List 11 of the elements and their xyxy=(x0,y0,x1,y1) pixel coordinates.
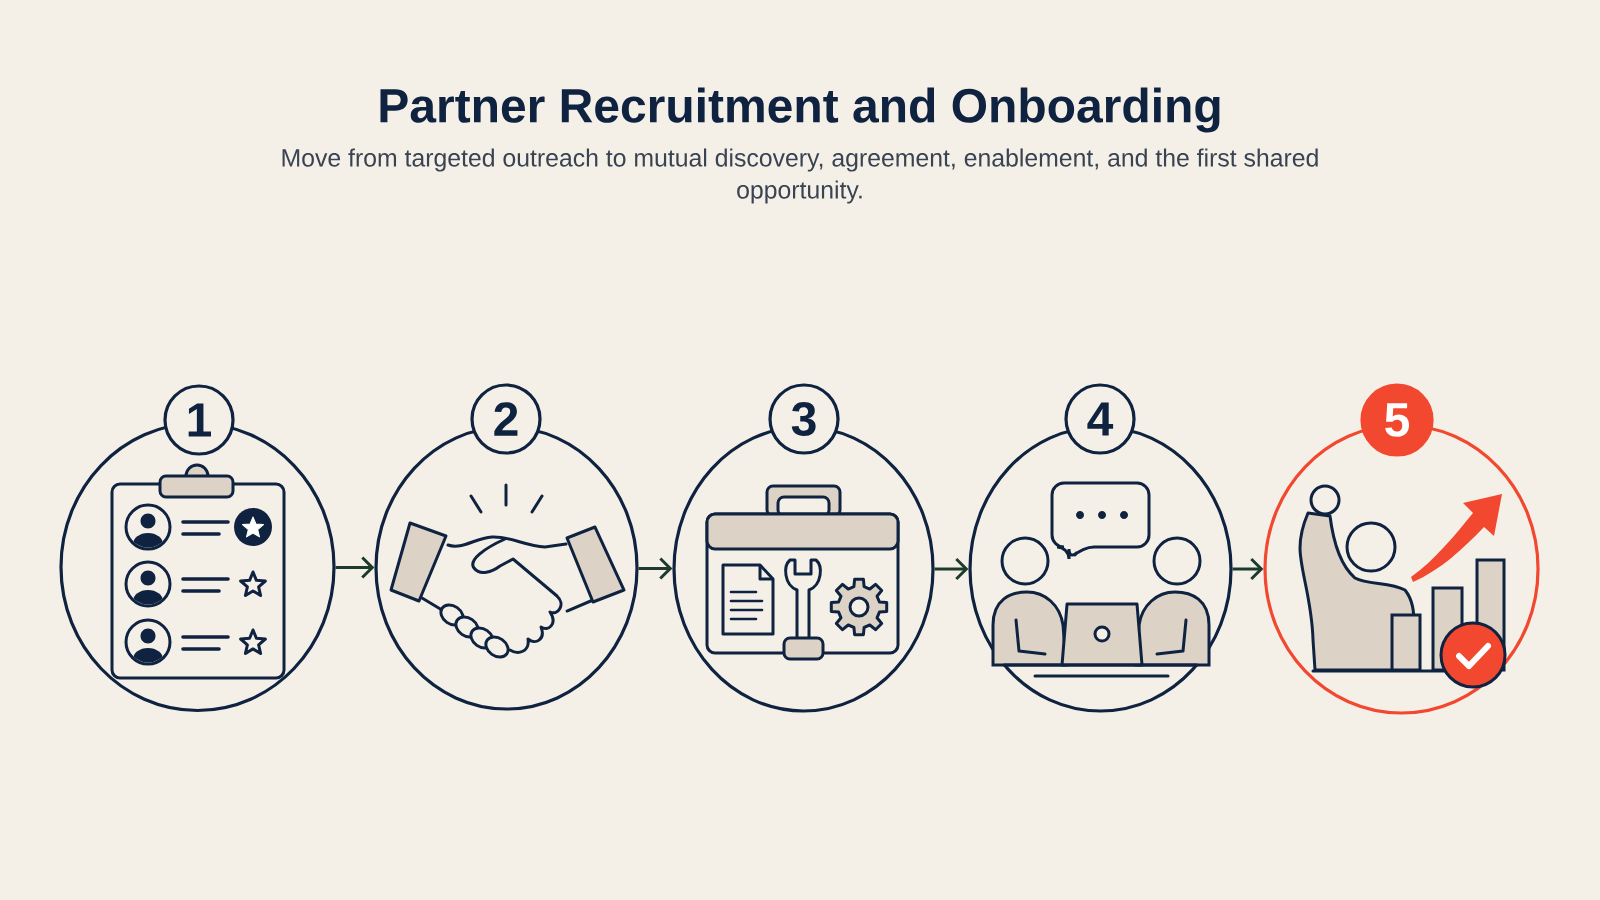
number-badge: 5 xyxy=(1360,383,1434,457)
title: Partner Recruitment and Onboarding xyxy=(380,87,1220,133)
number-badge: 3 xyxy=(768,383,840,455)
number-badge: 2 xyxy=(470,383,542,455)
arrow xyxy=(335,556,375,579)
subtitle: Move from targeted outreach to mutual discovery, agreement, enablement, and the first shared opportunity. xyxy=(282,148,1318,204)
number-badge: 1 xyxy=(163,384,235,456)
arrow xyxy=(638,557,673,580)
number-badge: 4 xyxy=(1064,383,1136,455)
arrow xyxy=(934,557,969,581)
arrow xyxy=(1232,557,1264,581)
